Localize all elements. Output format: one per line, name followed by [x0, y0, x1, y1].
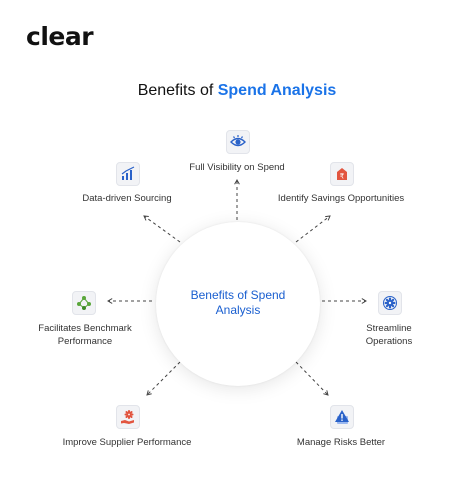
center-circle [156, 222, 320, 386]
warning-icon [330, 405, 354, 429]
label-savings: Identify Savings Opportunities [277, 193, 405, 204]
rupee-tag-icon: ₹ [330, 162, 354, 186]
svg-text:₹: ₹ [340, 173, 345, 181]
arrow-supplier [146, 361, 181, 396]
label-benchmark-line2: Performance [57, 336, 113, 347]
bar-chart-icon [116, 162, 140, 186]
label-supplier: Improve Supplier Performance [62, 437, 192, 448]
label-sourcing: Data-driven Sourcing [82, 193, 172, 204]
center-label: Benefits of Spend Analysis [170, 288, 306, 318]
arrow-savings [295, 215, 331, 243]
page-title: Benefits of Spend Analysis [0, 82, 474, 100]
title-highlight: Spend Analysis [217, 82, 337, 99]
center-line1: Benefits of Spend [190, 288, 286, 302]
clear-logo: clear [26, 22, 94, 51]
network-nodes-icon [72, 291, 96, 315]
gear-hand-icon [116, 405, 140, 429]
gear-icon [378, 291, 402, 315]
label-risks: Manage Risks Better [296, 437, 386, 448]
arrow-sourcing [143, 215, 181, 243]
arrow-risks [295, 361, 329, 396]
label-visibility: Full Visibility on Spend [189, 162, 285, 173]
eye-icon [226, 130, 250, 154]
label-streamline: Streamline Operations [339, 322, 439, 348]
title-prefix: Benefits of [137, 82, 218, 99]
label-streamline-line1: Streamline [366, 323, 412, 334]
label-streamline-line2: Operations [365, 336, 413, 347]
label-benchmark-line1: Facilitates Benchmark [38, 323, 132, 334]
center-line2: Analysis [215, 303, 261, 317]
label-benchmark: Facilitates Benchmark Performance [22, 322, 148, 348]
